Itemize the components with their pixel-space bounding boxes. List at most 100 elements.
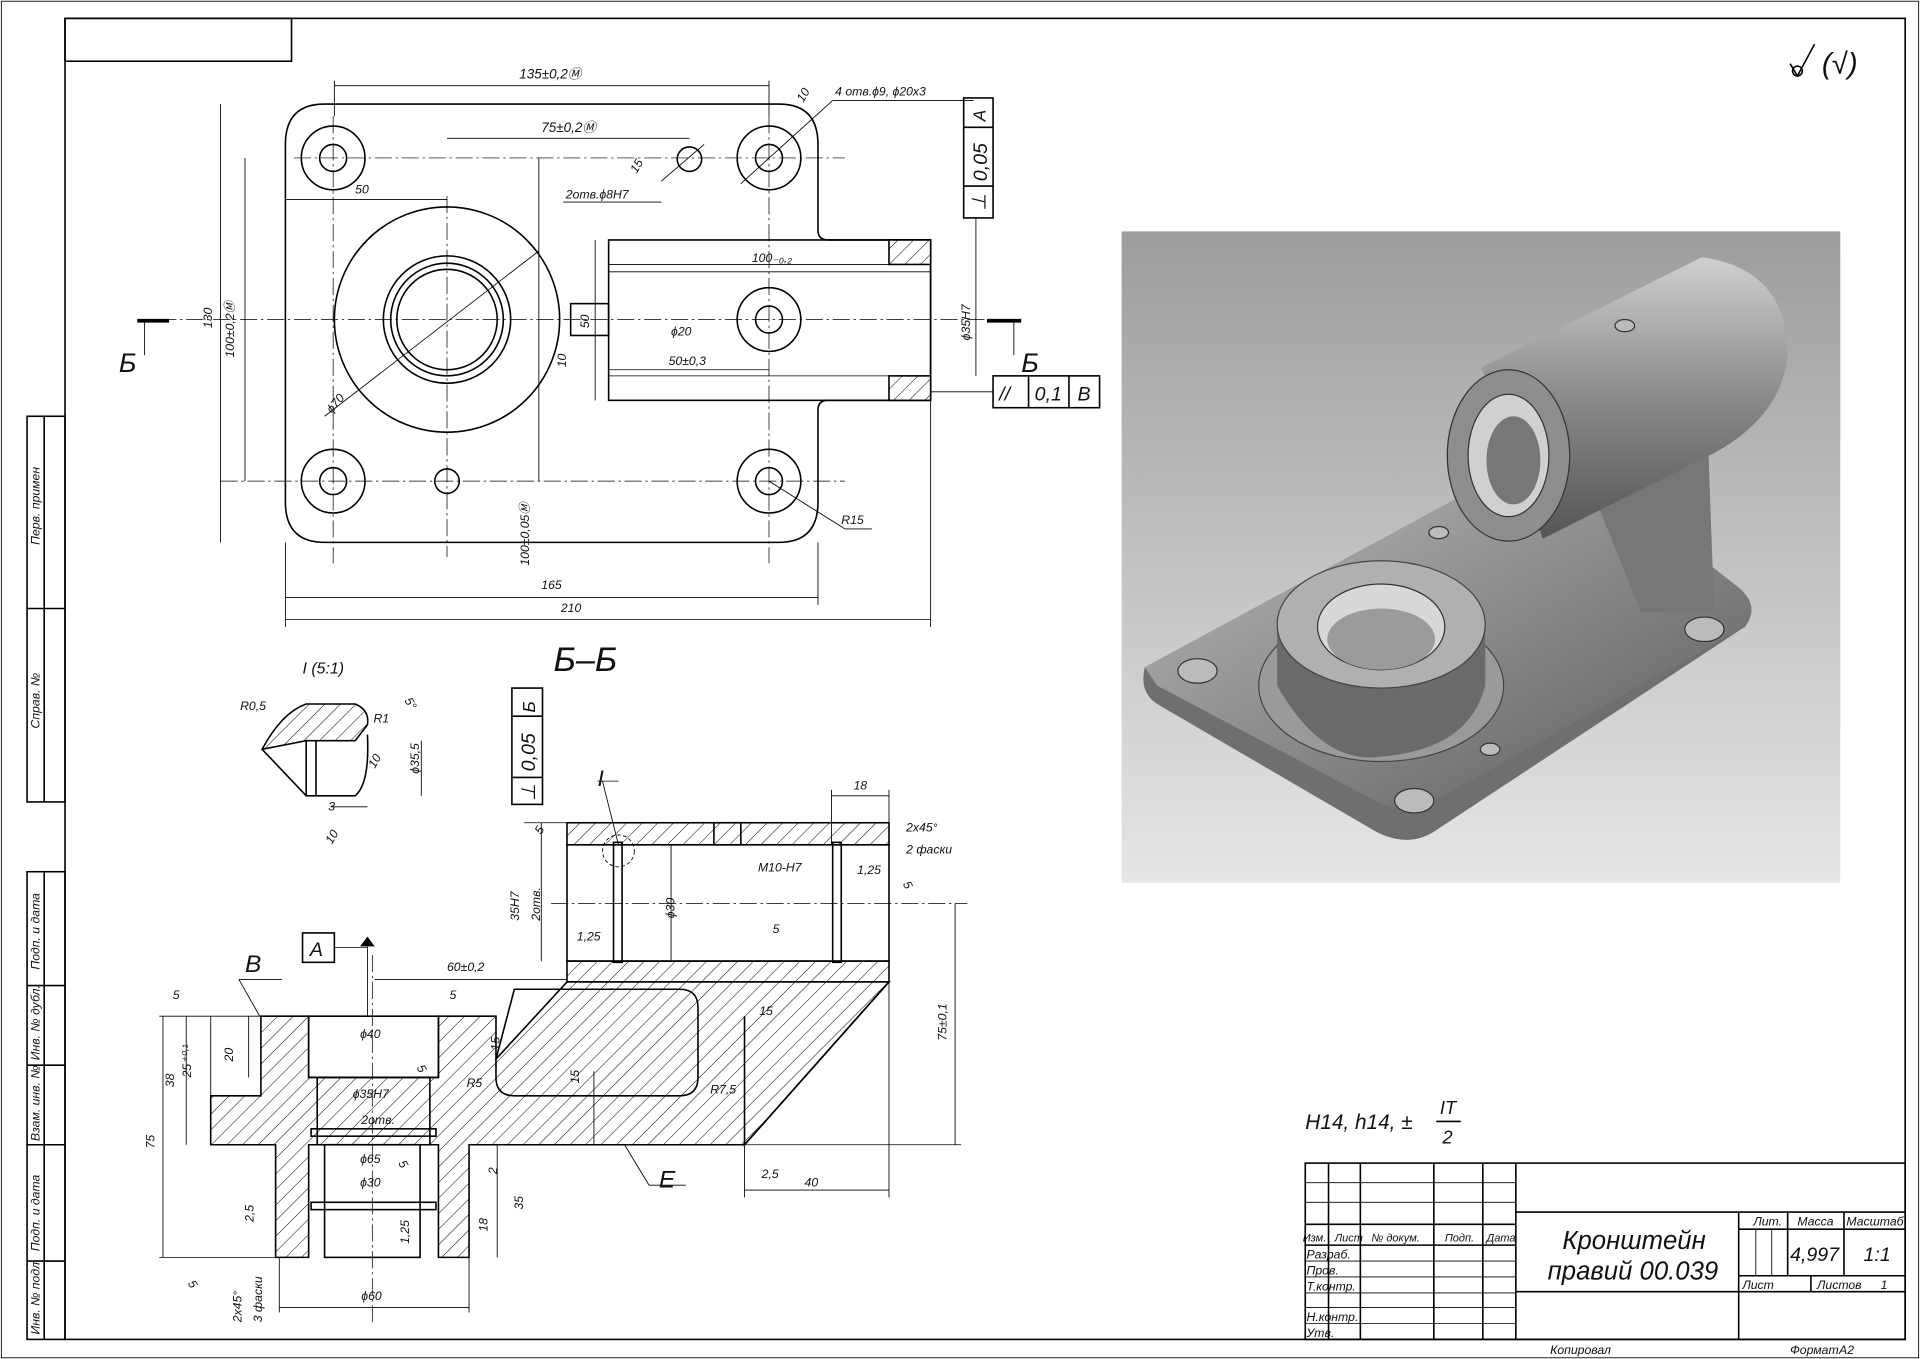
section-dimension-label: 1,25: [857, 863, 881, 877]
row-label: Н.контр.: [1306, 1310, 1358, 1324]
base-plate-outline: [284, 103, 932, 544]
part-name: Кронштейн: [1562, 1227, 1705, 1255]
plan-dimension-label: 210: [560, 601, 582, 615]
section-dimension-label: 15: [489, 1037, 503, 1051]
section-dimension-label: 2отв.: [360, 1113, 395, 1127]
plan-dimension-label: 10: [794, 85, 813, 104]
section-dimension-label: 1,25: [577, 929, 601, 943]
pocket: [495, 988, 699, 1097]
mass-value: 4,997: [1790, 1244, 1840, 1266]
section-dimension-label: 75±0,1: [936, 1003, 950, 1040]
general-tolerance-note: H14, h14, ± IT 2: [1305, 1097, 1461, 1148]
section-title: Б–Б: [554, 641, 618, 679]
gdt-datum: В: [1078, 383, 1091, 405]
section-dimension-label: 18: [476, 1218, 490, 1232]
section-dimension-lines: [159, 780, 962, 1313]
plan-dimension-label: ϕ70: [323, 391, 347, 416]
section-dimension-label: 5: [414, 1062, 430, 1075]
side-strip-label: Подп. и дата: [28, 893, 42, 970]
side-strip-label: Инв. № дубл.: [28, 985, 42, 1060]
gdt-symbol: //: [997, 383, 1012, 405]
section-dimension-label: ϕ60: [361, 1289, 382, 1303]
plan-dimension-label: 50: [355, 182, 369, 196]
sheets-count: 1: [1881, 1278, 1888, 1292]
tolerance-text: H14, h14, ±: [1305, 1111, 1412, 1134]
section-dimension-label: 20: [222, 1048, 236, 1063]
section-dimension-label: 5: [395, 1158, 411, 1171]
sheet-label: Лист: [1741, 1278, 1774, 1292]
row-label: Разраб.: [1306, 1248, 1350, 1262]
section-dimension-label: 5: [532, 823, 548, 836]
side-strip-label: Подп. и дата: [28, 1174, 42, 1251]
plan-dimension-label: ϕ20: [671, 324, 692, 338]
section-dimension-label: 10: [322, 827, 341, 846]
section-dimension-label: 2x45°: [905, 820, 938, 834]
plan-dimension-label: 50±0,3: [669, 354, 707, 368]
row-label: Утв.: [1305, 1326, 1334, 1340]
scale-value: 1:1: [1864, 1244, 1891, 1266]
datum-a-label: A: [309, 939, 323, 961]
plan-dimension-label: Б: [1021, 348, 1039, 378]
section-dimension-label: 5: [773, 922, 780, 936]
plan-dimension-label: 100±0,2Ⓜ: [223, 299, 237, 357]
plan-dimension-label: 4 отв.ϕ9, ϕ20x3: [835, 84, 926, 98]
part-designation: правий 00.039: [1548, 1257, 1719, 1285]
section-dimension-label: ϕ65: [360, 1152, 381, 1166]
copied-label: Копировал: [1550, 1343, 1611, 1357]
gdt-value: 0,05: [518, 733, 540, 771]
plan-dimension-label: Б: [119, 348, 137, 378]
col-header: Изм.: [1303, 1232, 1326, 1244]
gdt-value: 0,1: [1035, 383, 1062, 405]
section-dimension-label: 5°: [402, 695, 420, 712]
section-view: Б–Б: [143, 641, 968, 1324]
section-dimension-label: ϕ30: [360, 1175, 381, 1189]
side-strip-label: Инв. № подл.: [28, 1259, 42, 1335]
section-dimension-label: I (5:1): [303, 660, 345, 677]
section-dimension-label: M10-H7: [758, 861, 803, 875]
gdt-symbol: ⊥: [969, 194, 991, 211]
section-dimension-label: 2,5: [243, 1205, 257, 1223]
plan-dimension-label: 100±0,05Ⓜ: [518, 501, 532, 566]
dimension-lines: [137, 80, 1022, 627]
roughness-symbol: (√): [1789, 43, 1858, 80]
section-dimension-label: 10: [365, 751, 384, 770]
format-value: A2: [1838, 1343, 1854, 1357]
gdt-value: 0,05: [970, 143, 992, 181]
side-strip: Перв. примен Справ. № Подп. и дата Инв. …: [26, 415, 66, 1341]
section-dimension-label: 18: [853, 779, 867, 793]
sheets-label: Листов: [1816, 1278, 1862, 1292]
section-dimension-label: 2отв.: [529, 887, 543, 922]
center-lines: [159, 116, 1005, 564]
section-dimension-label: 75: [143, 1135, 157, 1149]
detail-i-profile: [260, 703, 369, 751]
section-dimension-label: 15: [759, 1004, 773, 1018]
section-dimension-label: 2x45°: [230, 1291, 244, 1324]
section-dimension-label: 60±0,2: [447, 960, 485, 974]
plan-dimension-label: 135±0,2Ⓜ: [519, 66, 584, 81]
section-dimension-label: 25⁺⁰·¹: [180, 1044, 194, 1078]
section-dimension-label: 35H7: [508, 890, 522, 920]
section-dimension-label: 38: [163, 1073, 177, 1087]
format-label: Формат: [1790, 1343, 1839, 1357]
section-dimension-label: 5: [173, 988, 180, 1002]
section-dimension-label: 1,25: [398, 1220, 412, 1244]
section-dimension-label: I: [598, 766, 604, 791]
section-dimension-label: 2 фаски: [905, 842, 952, 856]
title-block: Изм. Лист № докум. Подп. Дата Разраб. Пр…: [1303, 1162, 1906, 1357]
gdt-symbol: ⊥: [518, 784, 540, 801]
section-center-lines: [371, 903, 968, 1323]
plan-dimension-label: R15: [841, 513, 864, 527]
section-dimension-label: ϕ40: [360, 1027, 381, 1041]
col-header: № докум.: [1371, 1232, 1419, 1244]
col-header: Лист: [1334, 1232, 1363, 1244]
section-dimension-label: Е: [659, 1167, 676, 1194]
gdt-frame-b: // 0,1 В: [992, 375, 1101, 409]
section-dimension-label: 40: [805, 1175, 819, 1189]
scale-header: Масштаб: [1846, 1215, 1904, 1229]
mass-header: Масса: [1797, 1215, 1833, 1229]
section-dimension-label: R5: [467, 1076, 483, 1090]
plan-dimension-label: 15: [627, 156, 646, 175]
section-dimension-label: ϕ35,5: [408, 743, 422, 774]
